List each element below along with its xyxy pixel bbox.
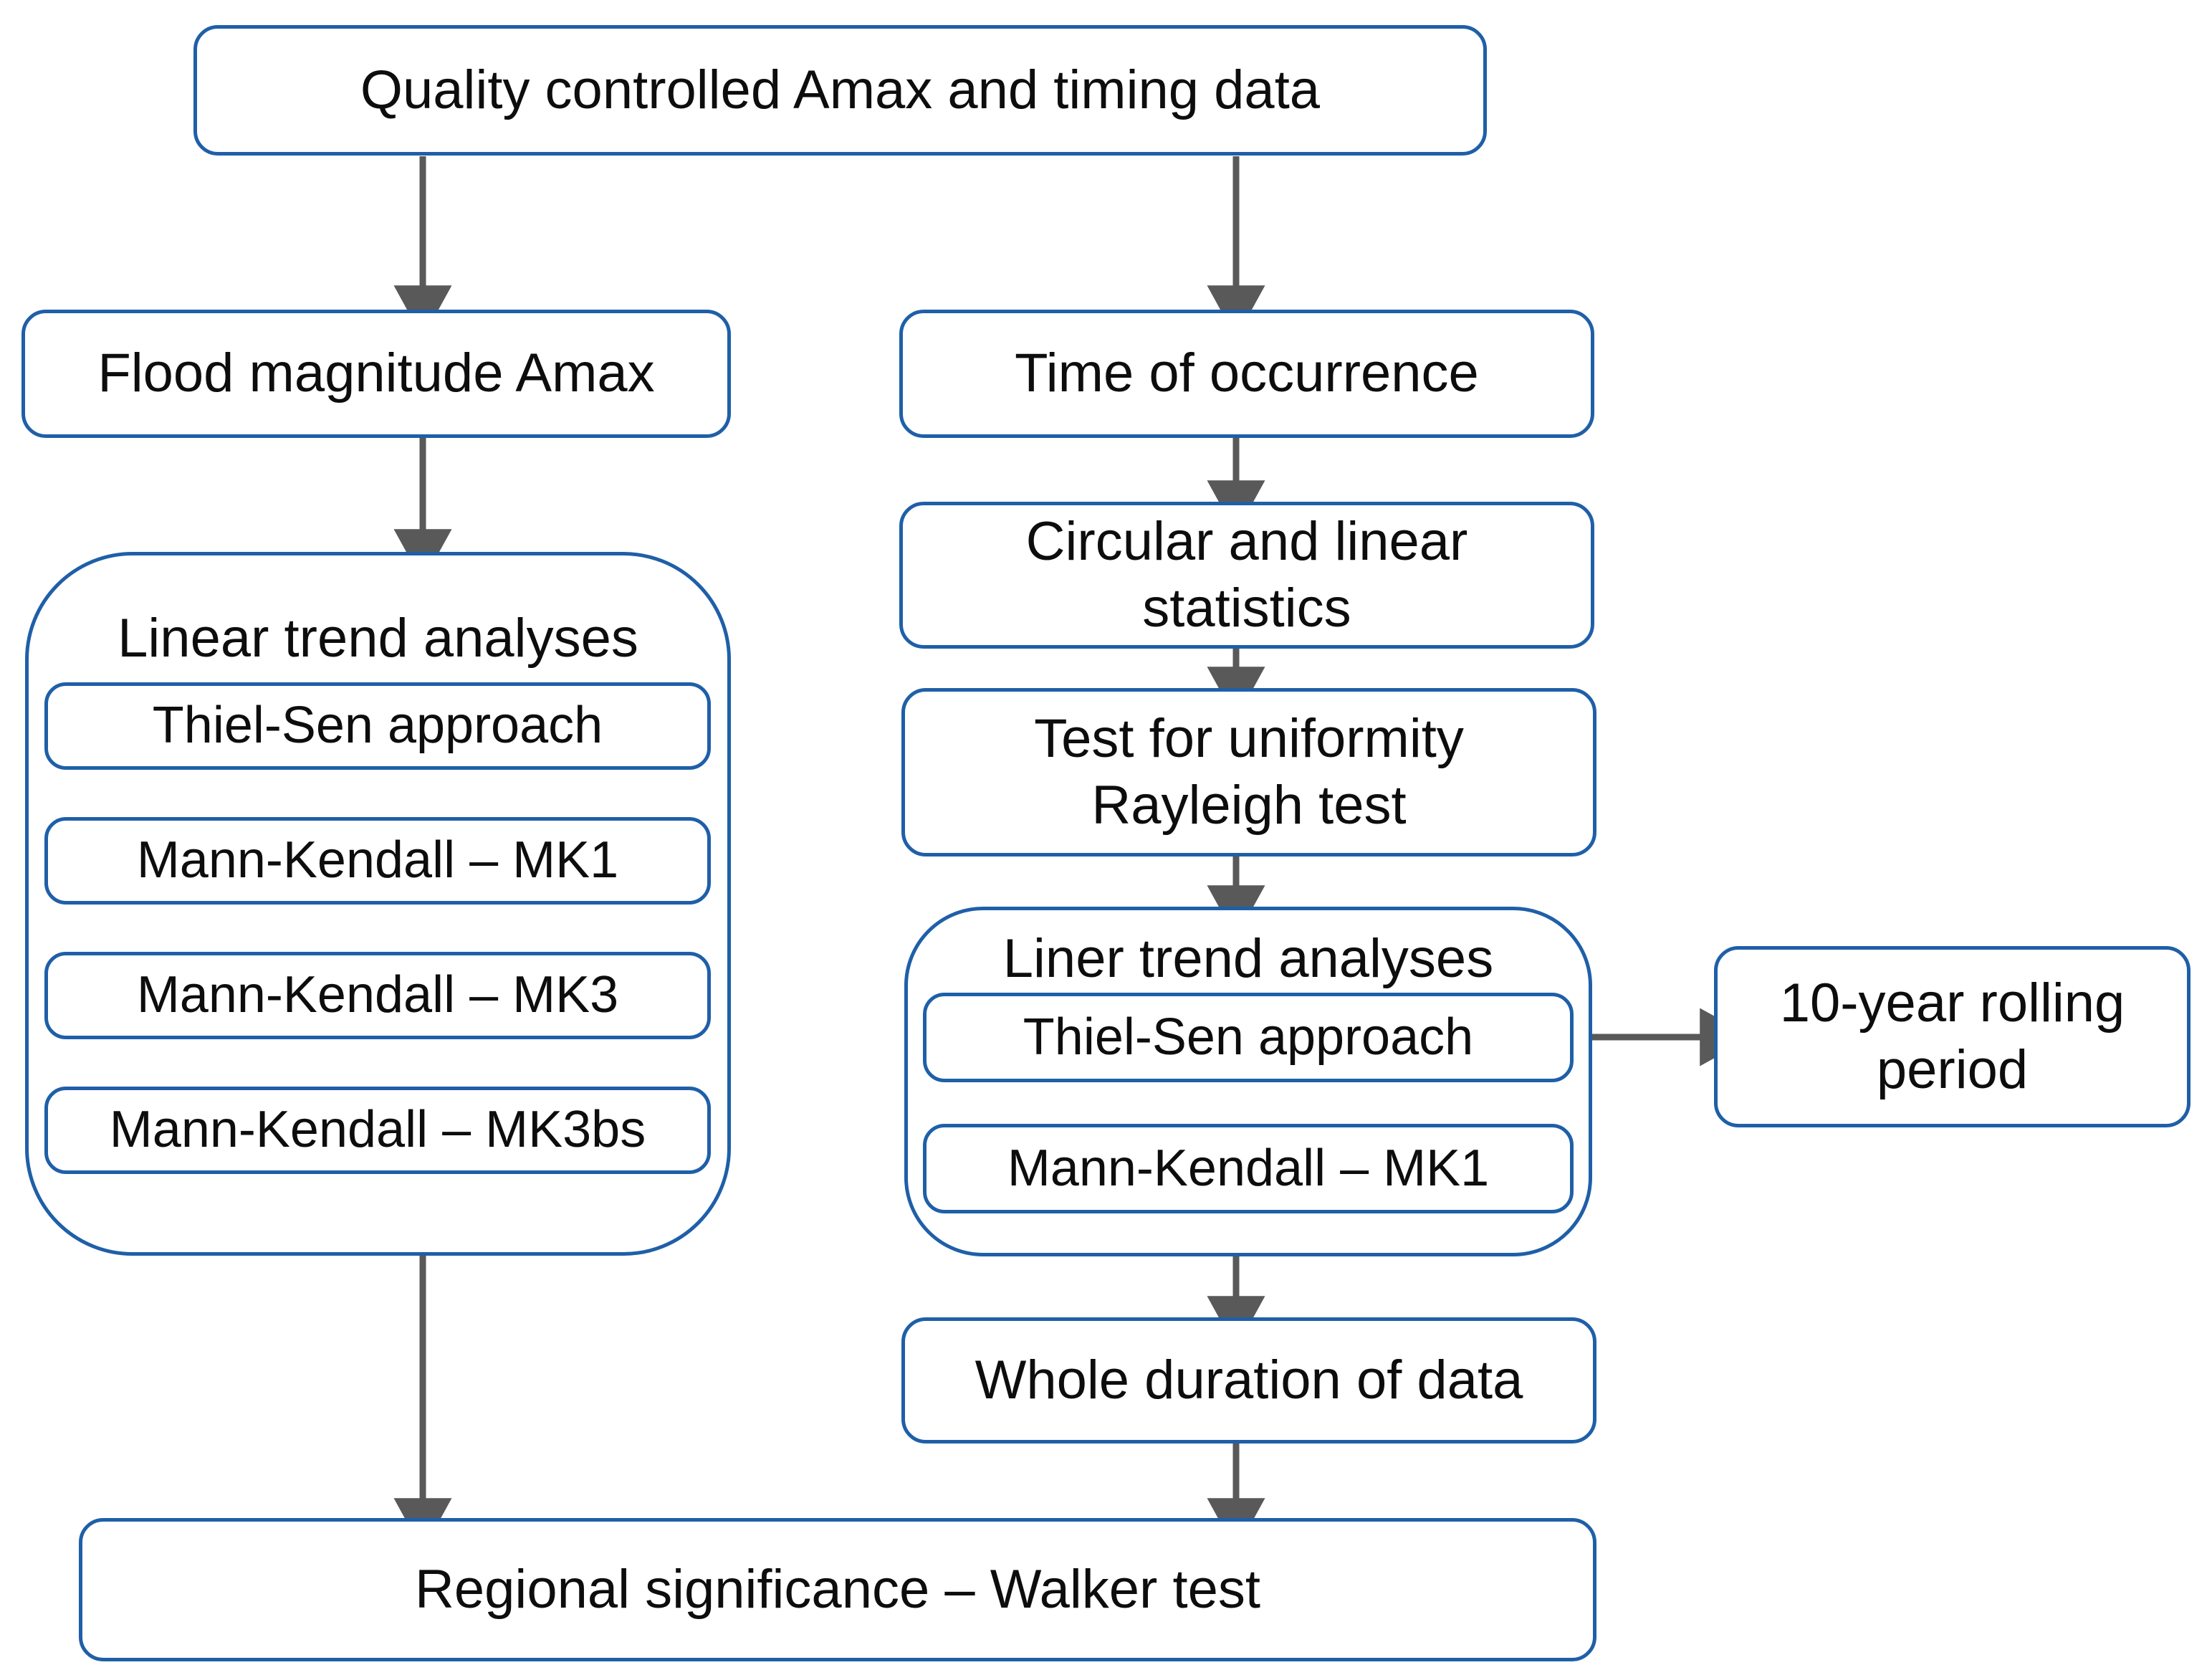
node-time-of-occurrence[interactable]: Time of occurrence: [899, 310, 1594, 438]
node-regional-significance-walker-test[interactable]: Regional significance – Walker test: [79, 1518, 1596, 1661]
method-left-thiel-sen[interactable]: Thiel-Sen approach: [44, 682, 711, 770]
node-whole-duration-of-data[interactable]: Whole duration of data: [901, 1317, 1596, 1443]
method-right-mann-kendall-mk1[interactable]: Mann-Kendall – MK1: [923, 1124, 1574, 1213]
method-left-mann-kendall-mk1[interactable]: Mann-Kendall – MK1: [44, 817, 711, 905]
node-10-year-rolling-period[interactable]: 10-year rolling period: [1714, 946, 2191, 1127]
node-quality-controlled-data[interactable]: Quality controlled Amax and timing data: [193, 25, 1487, 156]
method-right-thiel-sen[interactable]: Thiel-Sen approach: [923, 993, 1574, 1082]
method-left-mann-kendall-mk3bs[interactable]: Mann-Kendall – MK3bs: [44, 1087, 711, 1174]
group-linear-trend-analyses-title: Linear trend analyses: [118, 608, 638, 669]
method-left-mann-kendall-mk3[interactable]: Mann-Kendall – MK3: [44, 952, 711, 1039]
node-test-for-uniformity-rayleigh[interactable]: Test for uniformity Rayleigh test: [901, 688, 1596, 856]
node-circular-and-linear-statistics[interactable]: Circular and linear statistics: [899, 502, 1594, 649]
group-liner-trend-analyses-title: Liner trend analyses: [1002, 928, 1494, 989]
node-flood-magnitude-amax[interactable]: Flood magnitude Amax: [21, 310, 731, 438]
